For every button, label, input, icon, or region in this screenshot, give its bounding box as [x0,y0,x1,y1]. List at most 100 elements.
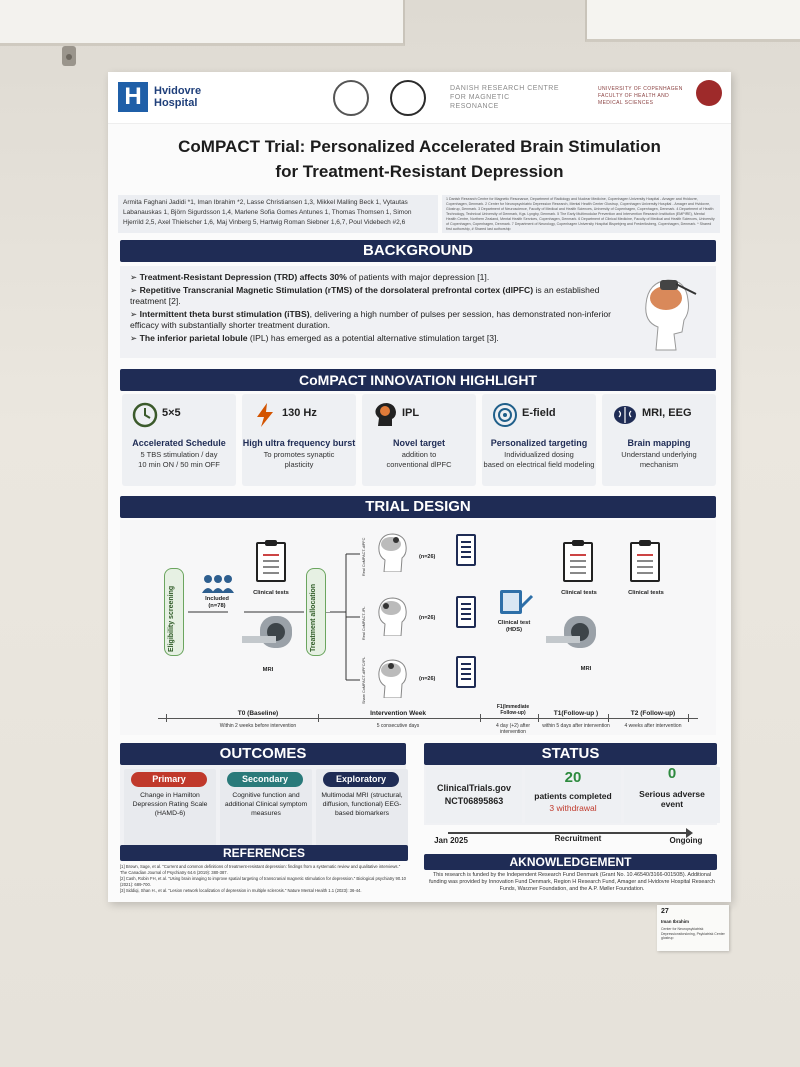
timeline-tick [538,714,539,722]
included-label: Included [205,596,229,602]
background-bullet-2: ➢ Repetitive Transcranial Magnetic Stimu… [130,285,600,306]
recruitment-arrow [448,828,693,838]
innovation-card-schedule: 5×5 Accelerated Schedule 5 TBS stimulati… [122,394,236,486]
outcomes-heading: OUTCOMES [120,743,406,765]
title-line-2: for Treatment-Resistant Depression [275,162,564,181]
region-h-logo: H [118,82,148,112]
research-poster: H Hvidovre Hospital DANISH RESEARCH CENT… [108,72,731,902]
timeline-axis [158,718,698,719]
university-logo-text: UNIVERSITY OF COPENHAGEN FACULTY OF HEAL… [598,86,683,106]
outcome-pill: Secondary [227,772,303,787]
arm-count-sham: (n=26) [419,676,436,682]
withdrawal-label: 3 withdrawal [549,803,597,813]
arm-count-dlpfc: (n=26) [419,554,436,560]
mri-scanner-icon [242,616,292,648]
status-registry: ClinicalTrials.gov NCT06895863 [426,767,522,823]
arm-label-dlpfc: Real CoMPACT-dlPFC [362,537,366,576]
authors: Armita Faghani Jadidi *1, Iman Ibrahim *… [118,195,438,233]
outcome-secondary: Secondary Cognitive function and additio… [220,769,312,849]
timeline-intervention-sub: 5 consecutive days [376,723,420,729]
clinical-tests-label: Clinical tests [253,590,289,596]
innovation-title: Accelerated Schedule [132,438,226,448]
timeline-t0: T0 (Baseline) [237,710,279,717]
arm-count-ipl: (n=26) [419,615,436,621]
background-bullet-4: ➢ The inferior parietal lobule (IPL) has… [130,333,499,343]
presenter-institution: Center for Neuropsykiatrisk Depressionsf… [661,927,725,940]
university-seal [696,80,722,106]
outcome-desc: Multimodal MRI (structural, diffusion, f… [321,792,403,817]
timeline-tick [688,714,689,722]
status-adverse: 0 Serious adverse event [624,765,720,823]
innovation-card-mapping: MRI, EEG Brain mapping Understand underl… [602,394,716,486]
innovation-value: 130 Hz [282,407,317,419]
arm-label-sham: Sham CoMPACT-dlPFC/IPL [362,656,366,704]
outcome-primary: Primary Change in Hamilton Depression Ra… [124,769,216,849]
adverse-label: Serious adverse event [639,789,705,809]
innovation-value: 5×5 [162,407,181,419]
affiliations: 1 Danish Research Centre for Magnetic Re… [442,195,720,233]
lightning-icon [257,403,273,427]
registry-id: NCT06895863 [444,796,504,806]
timeline-t1: T1(Follow-up ) [553,710,599,717]
mri-scanner-icon [546,616,596,648]
clipboard-icon [630,540,660,582]
timeline-t2: T2 (Follow-up) [630,710,676,717]
network-people-logo [390,80,426,116]
poster-title: CoMPACT Trial: Personalized Accelerated … [108,134,731,184]
innovation-heading: CoMPACT INNOVATION HIGHLIGHT [120,369,716,391]
sheet-icon [456,596,476,628]
innovation-title: Novel target [392,438,445,448]
people-icon [202,575,234,593]
background-heading: BACKGROUND [120,240,716,262]
timeline-tick [318,714,319,722]
registry-name: ClinicalTrials.gov [436,783,512,793]
innovation-title: High ultra frequency burst [242,438,356,448]
innovation-title: Brain mapping [627,438,691,448]
arm-label-ipl: Real CoMPACT-IPL [362,606,366,640]
included-count: (n=78) [208,603,226,609]
head-sham-icon [378,659,407,698]
poster-number: 27 [661,908,669,915]
innovation-value: MRI, EEG [642,407,692,419]
background-bullet-1: ➢ Treatment-Resistant Depression (TRD) a… [130,272,490,282]
brain-head-icon [375,403,396,426]
head-coil-illustration [645,279,697,351]
clinical-test-hds-label: Clinical test [497,620,531,626]
timeline-intervention: Intervention Week [370,710,426,717]
background-bullet-3: ➢ Intermittent theta burst stimulation (… [130,309,611,330]
acknowledgement-text: This research is funded by the Independe… [429,872,715,892]
logo-bar: H Hvidovre Hospital DANISH RESEARCH CENT… [108,72,731,124]
head-dlpfc-icon [378,533,407,572]
trial-design-panel [120,520,716,735]
timeline-t0-sub: Within 2 weeks before intervention [219,723,297,729]
eligibility-box [164,568,184,656]
adjacent-frame-right [585,0,800,42]
circular-logo [333,80,369,116]
outcome-pill: Primary [131,772,207,787]
references-list: [1] Brown, Sage, et al. "Current and com… [120,864,407,893]
innovation-value: E-field [522,407,556,419]
timeline-t2-sub: 4 weeks after intervention [624,723,682,729]
hds-label: (HDS) [505,627,523,633]
sheet-icon [456,656,476,688]
innovation-value: IPL [402,407,420,419]
sheet-icon [456,534,476,566]
title-line-1: CoMPACT Trial: Personalized Accelerated … [178,137,661,156]
clock-icon [132,402,158,428]
outcome-desc: Change in Hamilton Depression Rating Sca… [132,792,208,817]
adverse-count: 0 [667,765,677,782]
acknowledgement-heading: AKNOWLEDGEMENT [424,854,717,870]
presenter-card: 27 Iman Ibrahim Center for Neuropsykiatr… [657,905,729,951]
head-ipl-icon [378,597,407,636]
brain-icon [614,406,636,424]
allocation-box [306,568,326,656]
clipboard-icon [256,540,286,582]
drcmr-logo-text: DANISH RESEARCH CENTRE FOR MAGNETIC RESO… [450,85,560,110]
timeline-f1-sub: 4 day (+2) after intervention [495,723,531,735]
trial-design-heading: TRIAL DESIGN [120,496,716,518]
